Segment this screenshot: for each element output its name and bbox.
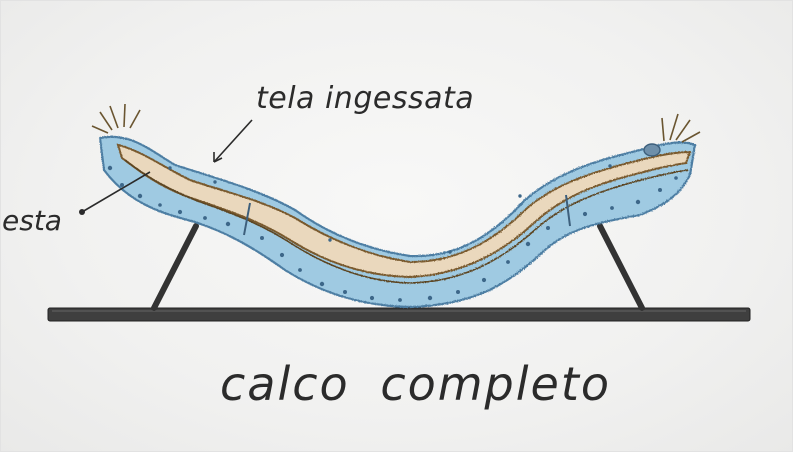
label-esta: esta bbox=[2, 204, 62, 237]
leader-line-tela bbox=[214, 120, 252, 162]
plaster-cast-body bbox=[100, 137, 695, 307]
right-end-knot bbox=[644, 144, 660, 156]
leader-dot-esta bbox=[79, 209, 85, 215]
left-support-leg bbox=[154, 226, 196, 308]
right-fringe bbox=[662, 114, 700, 142]
label-tela-ingessata: tela ingessata bbox=[256, 81, 474, 116]
left-fringe bbox=[92, 104, 140, 133]
right-support-leg bbox=[600, 226, 642, 308]
caption-calco-completo: calco completo bbox=[220, 357, 611, 411]
